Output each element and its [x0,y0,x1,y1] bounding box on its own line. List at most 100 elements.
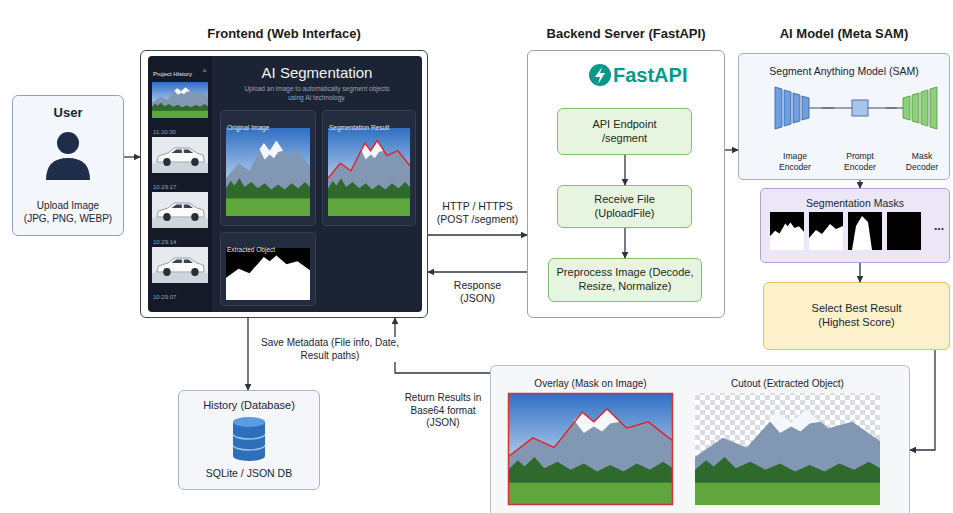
section-heading: Frontend (Web Interface) [207,26,361,42]
text-slot: AI Model (Meta SAM) [739,24,949,42]
text-slot: FastAPI [613,63,687,88]
extracted-mask [226,255,310,300]
text-slot: Frontend (Web Interface) [141,24,427,42]
transparent-ground [695,393,880,505]
box-title: Segmentation Masks [806,197,904,210]
image-title: Cutout (Extracted Object) [731,378,844,391]
box-note: SQLite / JSON DB [206,467,292,480]
process-label: API Endpoint /segment [580,118,670,146]
section-heading: Backend Server (FastAPI) [547,26,706,42]
process-box: Receive File (UploadFile) [557,185,692,228]
model-wire [868,107,886,108]
model-part: Prompt Encoder [834,80,886,174]
model-part: Mask Decoder [897,80,947,174]
encoder-layer [793,93,800,123]
mask-ground [226,248,310,300]
model-title: Segment Anything Model (SAM) [769,65,918,78]
model-box: AI Model (Meta SAM)Segment Anything Mode… [738,53,950,180]
process-label: Preprocess Image (Decode, Resize, Normal… [553,266,697,294]
db-rings [233,434,265,450]
panel-title: Project History [153,71,192,79]
segment-outline [328,141,410,179]
segmented-photo [328,128,410,216]
overlay-outline [508,409,673,457]
history-thumb: 11:10:30 [152,82,208,118]
thumbnail-photo [152,192,208,228]
overlay-frame [509,394,673,505]
image-title: Overlay (Mask on Image) [534,378,646,391]
encoder-layer [775,87,782,129]
output-panel: Overlay (Mask on Image) Cutout (Extracted… [490,365,910,513]
overlay-photo [508,393,673,505]
label-slot: Return Results in Base64 format (JSON) [400,392,486,430]
text-slot: Segmentation Masks [761,193,949,211]
text-slot: Extracted Object [227,238,275,256]
prompt-encoder-symbol [852,100,868,116]
component-label: Mask Decoder [897,151,947,172]
edge-label: Save Metadata (File info, Date, Result p… [255,337,405,362]
edge-label: Response (JSON) [440,279,515,305]
thumbnail-photo [152,137,208,173]
label-slot: Response (JSON) [440,279,515,306]
component-label: Image Encoder [768,151,822,172]
image-encoder-symbol [775,87,809,129]
history-sidebar: Project History×11:10:3010:29:1710:29:14… [148,56,212,312]
section-heading: AI Model (Meta SAM) [780,26,909,42]
db-top [233,417,265,427]
user-head [57,132,79,154]
app-title: AI Segmentation [262,64,373,83]
text-slot: 10:29:17 [153,175,176,193]
model-part: Image Encoder [768,80,822,174]
model-wire [809,107,903,108]
edge-label: HTTP / HTTPS (POST /segment) [430,200,525,226]
logo-circle [589,64,611,86]
model-wire [834,107,852,108]
decoder-layer [903,96,910,120]
output-image: Cutout (Extracted Object) [695,393,880,505]
label-slot: HTTP / HTTPS (POST /segment) [430,200,525,227]
edge-label: Return Results in Base64 format (JSON) [400,392,486,430]
user-box: UserUpload Image (JPG, PNG, WEBP) [12,95,124,236]
mask-tile [809,212,843,250]
frontend-box: Frontend (Web Interface)Project History×… [140,50,428,318]
connector [859,180,860,188]
history-thumb: 10:29:14 [152,192,208,228]
mask-tile-shape [852,216,872,250]
mask-tile [848,212,882,250]
connector [859,263,860,282]
fastapi-logo [589,64,611,86]
connector [247,318,248,390]
model-wire [897,107,903,108]
mask-tile-shape [770,223,804,250]
actor-note: Upload Image (JPG, PNG, WEBP) [24,200,113,225]
panel-title: Original Image [227,124,269,132]
label-slot: Save Metadata (File info, Date, Result p… [255,337,405,363]
connector [124,156,140,157]
timestamp: 11:10:30 [153,129,176,137]
database-icon [233,417,265,461]
original-photo [226,128,310,216]
connector [624,155,625,185]
connector [395,318,490,373]
text-slot: Segmentation Result [329,116,389,134]
mask-decoder-symbol [903,87,937,129]
encoder-layer [784,90,791,126]
text-slot: 10:29:07 [153,285,176,303]
connector [428,234,527,235]
decoder-layer [930,87,937,129]
thumbnail-photo [152,247,208,283]
image-panel: Extracted Object [220,232,316,306]
text-slot: Overlay (Mask on Image) [498,373,683,391]
panel-title: Extracted Object [227,246,275,254]
decision-box: Select Best Result (Highest Score) [763,282,950,350]
mask-tile [887,212,921,250]
mask-tile [770,212,804,250]
app-main-panel: AI SegmentationUpload an image to automa… [212,56,422,312]
user-icon [46,132,90,180]
actor-name: User [54,105,83,121]
database-box: History (Database)SQLite / JSON DB [178,390,320,490]
decoder-layer [912,93,919,123]
timestamp: 10:29:14 [153,239,176,247]
timestamp: 10:29:17 [153,184,176,192]
close-icon: × [202,66,207,76]
